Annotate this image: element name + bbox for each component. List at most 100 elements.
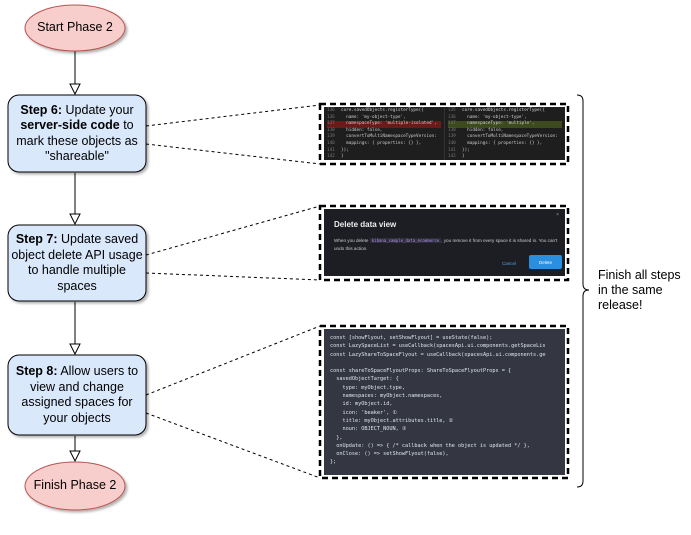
dialog-body-post: , you remove it from every space it is s…: [334, 238, 558, 251]
release-note: Finish all steps in the same release!: [598, 268, 681, 312]
code-line: savedObjectTarget: {: [330, 376, 399, 383]
line-number: 141: [327, 147, 335, 153]
share-flyout-code-screenshot: const [showFlyout, setShowFlyout] = useS…: [324, 329, 565, 475]
code-line: const shareToSpaceFlyoutProps: ShareToSp…: [330, 368, 512, 375]
line-number: 135: [448, 108, 456, 113]
diff-line: 135 core.savedObjects.registerType({: [448, 108, 562, 115]
diff-line: 137 namespaceType: 'multiple',: [448, 121, 562, 128]
curly-brace: [576, 94, 590, 488]
screenshot-frame-step6: [318, 102, 570, 166]
diff-line: 138 hidden: false,: [327, 128, 441, 135]
diff-line: 139 convertToMultiNamespaceTypeVersion:: [327, 134, 441, 141]
connector-step8-top: [145, 325, 321, 396]
code-line: noun: OBJECT_NOUN, ③: [330, 426, 407, 433]
dialog-body-code: kibana_sample_data_ecommerce: [369, 238, 442, 243]
step8-box: [7, 354, 147, 436]
connector-step8-bottom: [145, 412, 321, 479]
code-line: onClose: () => setShowFlyout(false),: [330, 451, 449, 458]
code-line: [330, 359, 559, 367]
diff-line: 140 mappings: { properties: {} },: [448, 141, 562, 148]
code-text: }: [341, 154, 344, 160]
finish-label: Finish Phase 2: [33, 478, 117, 493]
connector-step6-top: [145, 104, 321, 127]
code-text: convertToMultiNamespaceTypeVersion:: [341, 134, 437, 140]
diff-line: 142}: [327, 154, 441, 160]
start-label: Start Phase 2: [37, 20, 113, 35]
line-number: 139: [448, 134, 456, 140]
line-number: 137: [327, 121, 335, 127]
diff-line: 136 name: 'my-object-type',: [448, 115, 562, 122]
code-text: hidden: false,: [341, 127, 383, 133]
dialog-title: Delete data view: [334, 220, 397, 229]
diff-line: 136 core.savedObjects.registerType({: [327, 108, 441, 115]
code-text: namespaceType: 'multiple-isolated',: [341, 121, 437, 127]
code-text: name: 'my-object-type',: [341, 114, 406, 120]
step6-text: Update your: [62, 102, 134, 117]
code-line: icon: 'beaker', ①: [330, 409, 398, 416]
step7-box: [7, 224, 147, 302]
arrowhead-icon: [69, 213, 81, 226]
code-text: mappings: { properties: {} },: [341, 140, 422, 146]
diff-line: 137 namespaceType: 'multiple-isolated',: [327, 121, 441, 128]
code-text: name: 'my-object-type',: [462, 114, 527, 120]
step7-text: Update saved object delete API usage to …: [11, 232, 143, 293]
code-text: hidden: false,: [462, 127, 504, 133]
line-number: 136: [327, 114, 335, 120]
code-text: });: [462, 147, 470, 153]
code-text: mappings: { properties: {} },: [462, 140, 543, 146]
screenshot-frame-step7: [318, 204, 570, 282]
code-line: namespaces: myObject.namespaces,: [330, 393, 443, 400]
step8-label: Step 8: Allow users to view and change a…: [12, 355, 142, 435]
dialog-body-pre: When you delete: [334, 238, 370, 243]
line-number: 140: [327, 140, 335, 146]
line-number: 138: [327, 127, 335, 133]
diff-line: 140 mappings: { properties: {} },: [327, 141, 441, 148]
dialog-cancel-button: Cancel: [502, 261, 517, 266]
line-number: 138: [448, 127, 456, 133]
step6-text-2: to mark these objects as "shareable": [16, 118, 138, 163]
step8-text: Allow users to view and change assigned …: [21, 364, 139, 425]
start-terminal: [24, 4, 126, 52]
line-number: 140: [448, 140, 456, 146]
step6-label: Step 6: Update your server-side code to …: [8, 95, 146, 172]
dialog-body: When you delete kibana_sample_data_ecomm…: [334, 237, 559, 253]
step6-title: Step 6:: [20, 102, 63, 117]
arrowhead-icon: [69, 343, 81, 356]
diff-left-pane: 136 core.savedObjects.registerType({ 136 n…: [324, 107, 444, 160]
step7-label: Step 7: Update saved object delete API u…: [8, 225, 146, 301]
finish-terminal: [24, 461, 126, 511]
diff-line: 138 hidden: false,: [448, 128, 562, 135]
code-text: namespaceType: 'multiple',: [462, 121, 535, 127]
code-line: };: [330, 459, 337, 466]
connector-step7-bottom: [145, 272, 321, 281]
code-line: title: myObject.attributes.title, ②: [330, 417, 454, 424]
diff-line: 141});: [327, 148, 441, 155]
step6-emphasis: server-side code: [20, 118, 120, 132]
diff-line: 136 name: 'my-object-type',: [327, 115, 441, 122]
code-line: onUpdate: () => { /* callback when the o…: [330, 442, 530, 449]
delete-dialog-screenshot: × Delete data view When you delete kiban…: [324, 209, 565, 276]
diff-line: 142}: [448, 154, 562, 160]
step7-title: Step 7:: [15, 232, 58, 246]
screenshot-frame-step8: [318, 324, 570, 480]
connector-step6-bottom: [145, 143, 321, 165]
diff-right-pane: 135 core.savedObjects.registerType({ 136 n…: [444, 107, 565, 160]
code-text: }: [462, 154, 465, 160]
line-number: 136: [448, 114, 456, 120]
step6-box: [7, 94, 147, 173]
line-number: 139: [327, 134, 335, 140]
line-number: 142: [327, 154, 335, 160]
code-line: const LazySpaceList = useCallback(spaces…: [330, 343, 546, 350]
code-diff-screenshot: 136 core.savedObjects.registerType({ 136 n…: [324, 107, 565, 160]
diff-line: 139 convertToMultiNamespaceTypeVersion:: [448, 134, 562, 141]
line-number: 136: [327, 108, 335, 113]
code-text: core.savedObjects.registerType({: [341, 108, 424, 113]
arrowhead-icon: [69, 450, 81, 463]
code-text: });: [341, 147, 349, 153]
step8-title: Step 8:: [15, 364, 58, 378]
code-line: const LazyShareToSpaceFlyout = useCallba…: [330, 351, 546, 358]
close-icon: ×: [556, 212, 559, 218]
code-text: core.savedObjects.registerType({: [462, 108, 545, 113]
